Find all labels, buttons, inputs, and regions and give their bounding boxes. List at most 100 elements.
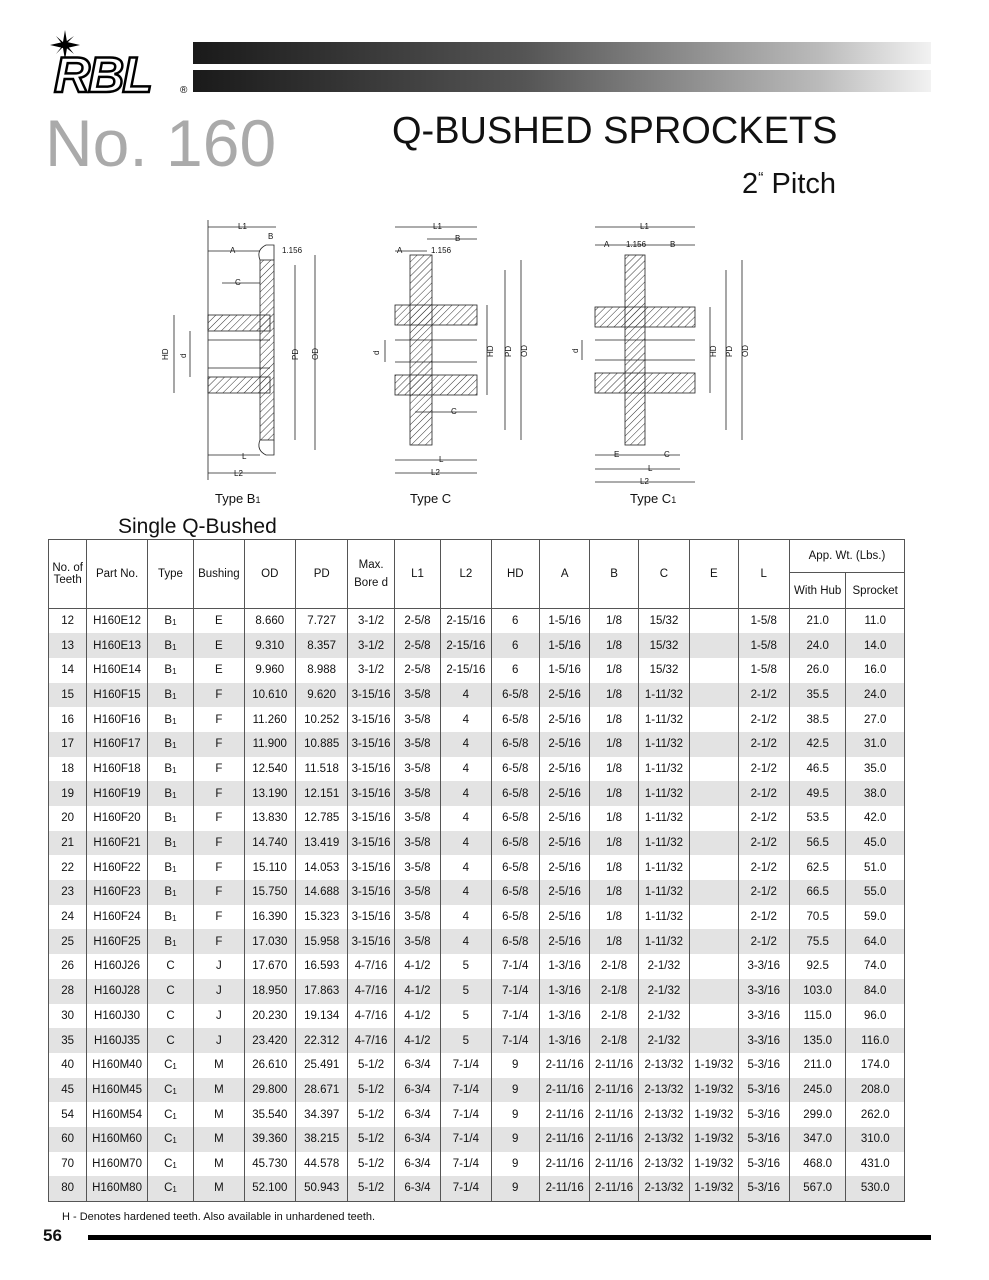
cell-e: 1-19/32 [689,1126,739,1152]
cell-type: C [146,978,194,1004]
cell-part: H160F21 [86,830,148,856]
dim-hd: HD [709,345,718,357]
cell-bushing: E [193,657,245,683]
cell-pd: 8.357 [294,633,348,658]
cell-b: 2-11/16 [589,1151,639,1177]
cell-bushing: M [193,1126,245,1152]
cell-hd: 6-5/8 [490,731,540,757]
cell-l: 2-1/2 [737,781,790,806]
cell-a: 2-11/16 [538,1151,590,1177]
cell-type: B1 [146,904,194,930]
cell-od: 15.110 [243,855,296,881]
cell-l: 2-1/2 [737,830,790,856]
dim-b: B [268,232,273,241]
cell-a: 2-5/16 [538,806,590,831]
cell-weight-hub: 135.0 [788,1028,846,1053]
cell-weight-hub: 103.0 [788,978,846,1004]
cell-weight-hub: 468.0 [788,1151,846,1177]
cell-teeth: 20 [61,812,75,825]
cell-weight-sprocket: 45.0 [845,830,905,856]
cell-e: 1-19/32 [689,1102,739,1127]
cell-l1: 2-5/8 [393,657,441,683]
cell-a: 2-5/16 [538,756,590,782]
cell-type: C1 [146,1052,194,1078]
col-weight-sprocket: Sprocket [845,572,905,609]
dim-l: L [648,464,653,473]
cell-teeth: 30 [61,1009,75,1022]
diagram-label-b1: Type B1 [215,491,261,506]
cell-e [689,781,739,806]
col-hd: HD [490,539,540,609]
cell-weight-sprocket: 174.0 [845,1052,905,1078]
cell-l2: 4 [440,682,492,708]
cell-c: 1-11/32 [637,682,690,708]
cell-b: 2-1/8 [589,1003,639,1029]
cell-a: 2-11/16 [538,1176,590,1201]
cell-b: 1/8 [589,806,639,831]
cell-pd: 44.578 [294,1151,348,1177]
col-l1: L1 [393,539,441,609]
dim-l2: L2 [640,477,649,486]
cell-part: H160M45 [86,1077,148,1103]
cell-pd: 9.620 [294,682,348,708]
cell-b: 1/8 [589,830,639,856]
cell-a: 2-5/16 [538,781,590,806]
cell-weight-hub: 115.0 [788,1003,846,1029]
cell-od: 35.540 [243,1102,296,1127]
cell-bore: 5-1/2 [347,1151,395,1177]
cell-teeth: 26 [61,960,75,973]
cell-l: 2-1/2 [737,707,790,732]
page-number: 56 [43,1226,62,1245]
cell-type: B1 [146,657,194,683]
cell-hd: 9 [490,1077,540,1103]
dim-l1: L1 [433,222,442,231]
dim-a: A [604,240,610,249]
cell-l1: 6-3/4 [393,1126,441,1152]
cell-b: 1/8 [589,633,639,658]
cell-weight-sprocket: 31.0 [845,731,905,757]
cell-weight-hub: 70.5 [788,904,846,930]
cell-l: 2-1/2 [737,855,790,881]
cell-teeth: 60 [61,1133,75,1146]
cell-od: 29.800 [243,1077,296,1103]
cell-a: 1-3/16 [538,1003,590,1029]
cell-weight-sprocket: 59.0 [845,904,905,930]
cell-teeth: 22 [61,861,75,874]
cell-bore: 5-1/2 [347,1077,395,1103]
cell-b: 1/8 [589,756,639,782]
cell-bore: 4-7/16 [347,954,395,979]
cell-e [689,1028,739,1053]
cell-l1: 3-5/8 [393,880,441,905]
cell-l2: 4 [440,904,492,930]
cell-l: 5-3/16 [737,1077,790,1103]
dim-od: OD [741,345,750,357]
cell-l: 2-1/2 [737,904,790,930]
cell-l: 5-3/16 [737,1151,790,1177]
footnote: H - Denotes hardened teeth. Also availab… [62,1211,376,1223]
cell-bushing: J [193,1003,245,1029]
cell-weight-hub: 35.5 [788,682,846,708]
cell-bore: 3-15/16 [347,806,395,831]
cell-e: 1-19/32 [689,1052,739,1078]
header-band-top [193,42,931,64]
cell-c: 1-11/32 [637,707,690,732]
cell-pd: 15.323 [294,904,348,930]
cell-od: 39.360 [243,1126,296,1152]
cell-od: 52.100 [243,1176,296,1201]
cell-b: 2-1/8 [589,978,639,1004]
dim-l1: L1 [238,222,247,231]
cell-weight-sprocket: 116.0 [845,1028,905,1053]
cell-pd: 12.151 [294,781,348,806]
cell-l2: 2-15/16 [440,633,492,658]
cell-hd: 6-5/8 [490,756,540,782]
cell-b: 1/8 [589,682,639,708]
cell-weight-hub: 567.0 [788,1176,846,1201]
dim-od: OD [520,345,529,357]
cell-l1: 3-5/8 [393,756,441,782]
cell-pd: 19.134 [294,1003,348,1029]
cell-pd: 10.885 [294,731,348,757]
